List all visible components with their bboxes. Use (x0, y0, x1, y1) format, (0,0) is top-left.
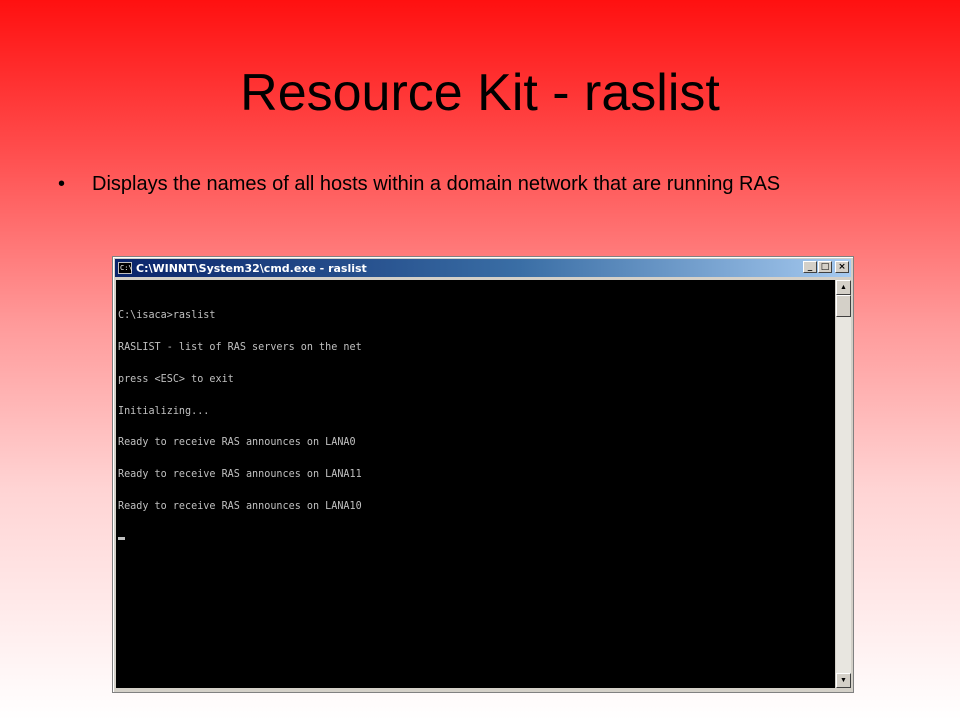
text-cursor (118, 536, 125, 540)
scroll-up-arrow-icon[interactable]: ▲ (836, 280, 851, 295)
window-controls: _ □ × (802, 261, 849, 273)
scroll-thumb[interactable] (836, 295, 851, 317)
console-line: C:\isaca>raslist (118, 308, 216, 322)
close-button[interactable]: × (835, 261, 849, 273)
minimize-button[interactable]: _ (803, 261, 817, 273)
maximize-button[interactable]: □ (818, 261, 832, 273)
vertical-scrollbar[interactable]: ▲ ▼ (836, 280, 851, 688)
console-line: Ready to receive RAS announces on LANA0 (118, 435, 356, 449)
window-title: C:\WINNT\System32\cmd.exe - raslist (136, 261, 367, 275)
window-titlebar[interactable]: C:\ C:\WINNT\System32\cmd.exe - raslist … (115, 259, 851, 277)
console-line: RASLIST - list of RAS servers on the net (118, 339, 362, 353)
bullet-item: • Displays the names of all hosts within… (58, 172, 888, 197)
bullet-list: • Displays the names of all hosts within… (58, 172, 888, 197)
command-prompt-window: C:\ C:\WINNT\System32\cmd.exe - raslist … (112, 256, 854, 693)
console-line: Ready to receive RAS announces on LANA11 (118, 467, 362, 481)
console-line: Initializing... (118, 403, 210, 417)
cmd-icon[interactable]: C:\ (118, 262, 133, 274)
console-line: press <ESC> to exit (118, 371, 234, 385)
scroll-down-arrow-icon[interactable]: ▼ (836, 673, 851, 688)
bullet-icon: • (58, 173, 66, 195)
bullet-text: Displays the names of all hosts within a… (92, 173, 781, 195)
console-line: Ready to receive RAS announces on LANA10 (118, 498, 362, 512)
slide-title: Resource Kit - raslist (240, 64, 720, 122)
console-output[interactable]: C:\isaca>raslist RASLIST - list of RAS s… (116, 280, 835, 688)
